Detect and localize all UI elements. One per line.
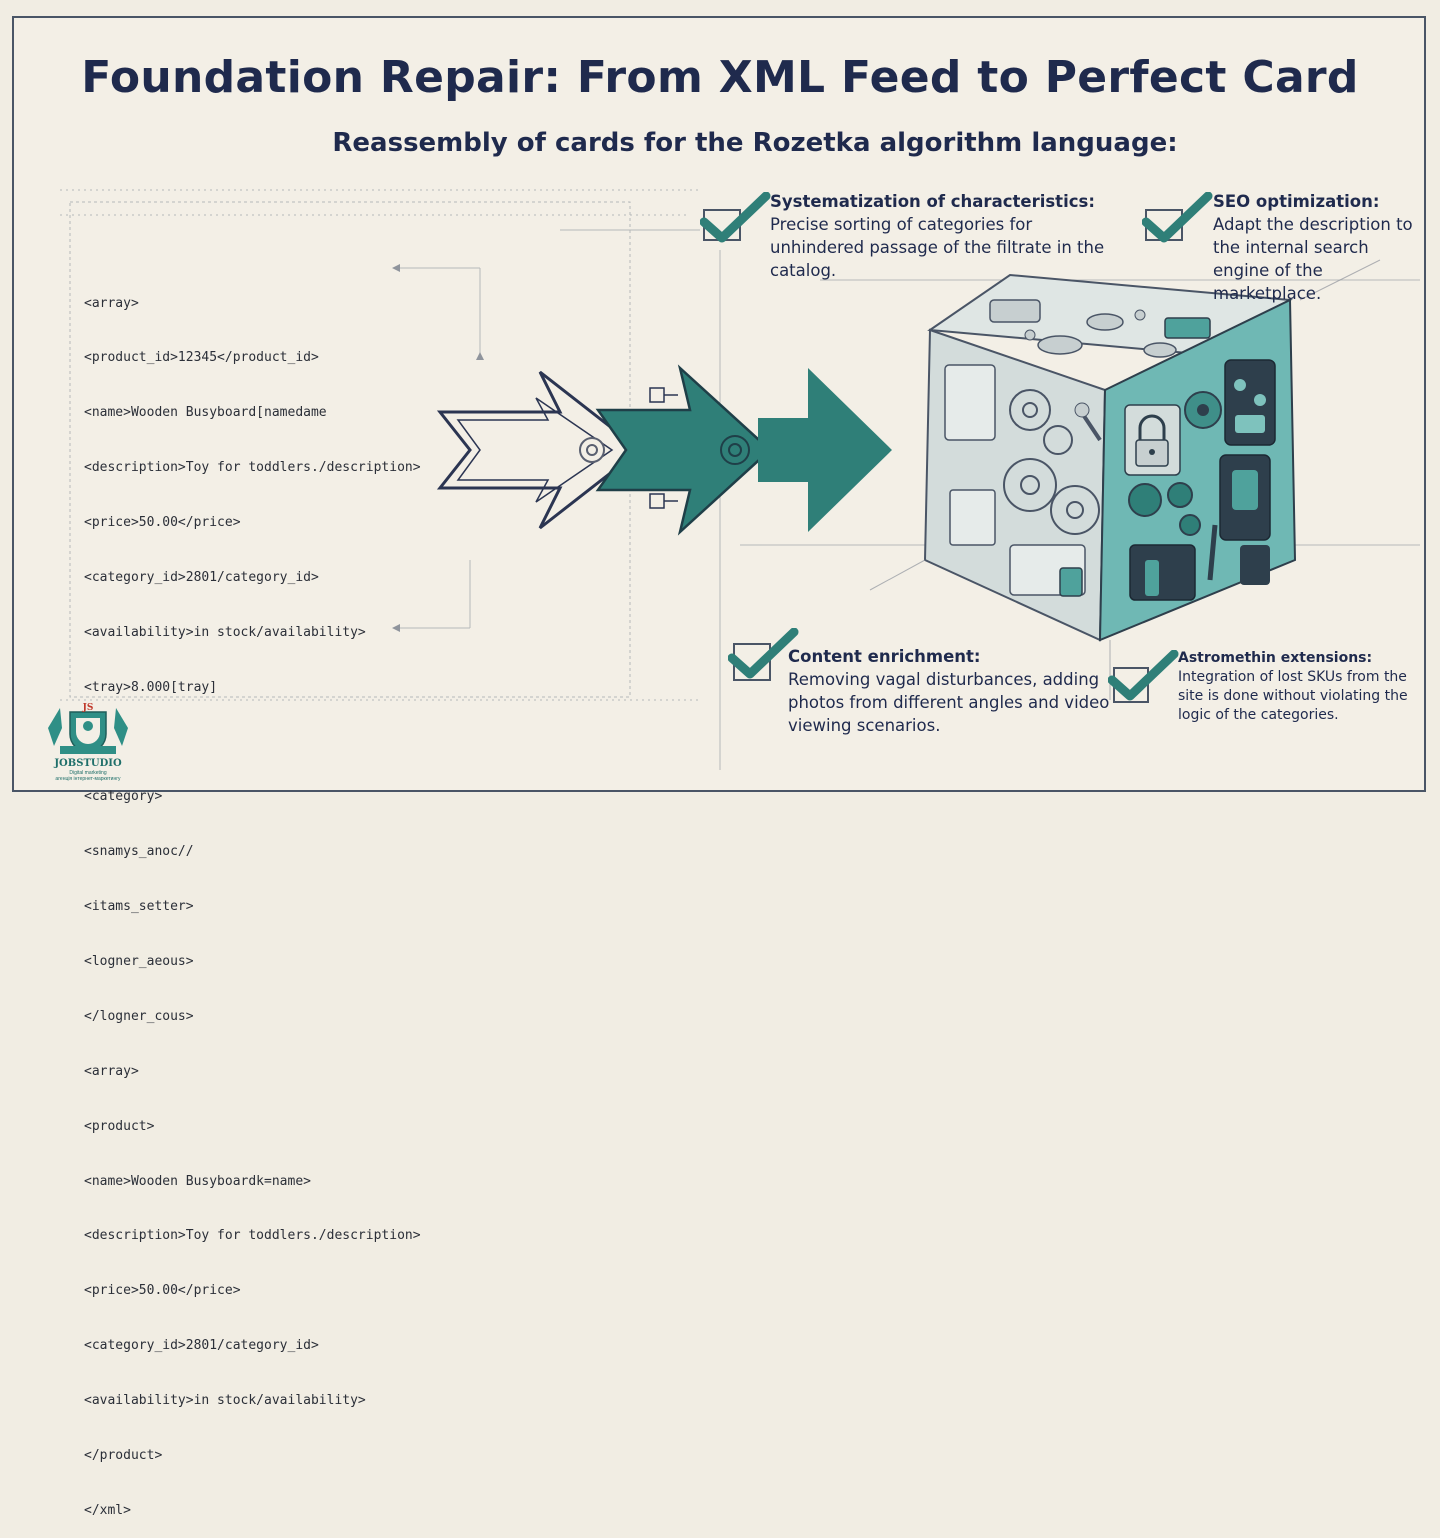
code-line: <description>Toy for toddlers./descripti… xyxy=(84,1228,421,1244)
code-line: <name>Wooden Busyboardk=name> xyxy=(84,1173,311,1189)
code-line: <product> xyxy=(84,1118,155,1134)
feature-title: SEO optimization: xyxy=(1213,192,1380,211)
logo-tagline-secondary: агенція інтернет-маркетингу xyxy=(55,776,121,782)
code-line: <availability>in stock/availability> xyxy=(84,1393,366,1409)
checkmark-icon xyxy=(1142,192,1213,243)
outline-arrow-icon xyxy=(436,370,643,530)
code-line: <category_id>2801/category_id> xyxy=(84,570,319,586)
code-line: <product_id>12345</product_id> xyxy=(84,350,319,366)
logo-name: JOBSTUDIO xyxy=(54,758,122,769)
teal-arrow-icon xyxy=(595,364,772,536)
checkmark-icon xyxy=(1108,650,1179,703)
logo-emblem-text: JS xyxy=(82,703,94,713)
feature-seo: SEO optimization: Adapt the description … xyxy=(1213,190,1423,305)
feature-body: Precise sorting of categories for unhind… xyxy=(770,215,1105,280)
checkmark-icon xyxy=(728,628,799,681)
busyboard-cube-illustration xyxy=(869,259,1381,700)
code-line: <availability>in stock/availability> xyxy=(84,624,366,640)
feature-title: Content enrichment: xyxy=(788,647,981,666)
checkmark-icon xyxy=(700,192,771,243)
code-line: <category> xyxy=(84,789,163,805)
page-subtitle: Reassembly of cards for the Rozetka algo… xyxy=(332,128,1178,158)
code-line: <name>Wooden Busyboard[namedame xyxy=(84,405,327,421)
feature-extensions: Astromethin extensions: Integration of l… xyxy=(1178,649,1428,725)
feature-body: Integration of lost SKUs from the site i… xyxy=(1178,669,1408,723)
code-line: <snamys_anoc// xyxy=(84,844,194,860)
feature-title: Systematization of characteristics: xyxy=(770,192,1095,211)
code-line: <description>Toy for toddlers./descripti… xyxy=(84,460,421,476)
code-line: <price>50.00</price> xyxy=(84,1283,241,1299)
code-line: <price>50.00</price> xyxy=(84,515,241,531)
code-line: <itams_setter> xyxy=(84,899,194,915)
logo-tagline: Digital marketing xyxy=(69,770,107,776)
jobstudio-logo-icon: JS xyxy=(48,703,128,754)
code-line: <category_id>2801/category_id> xyxy=(84,1338,319,1354)
feature-body: Removing vagal disturbances, adding phot… xyxy=(788,670,1110,735)
feature-body: Adapt the description to the internal se… xyxy=(1213,215,1413,303)
code-line: </xml> xyxy=(84,1502,131,1518)
transformation-arrows xyxy=(436,364,892,536)
code-line: <tray>8.000[tray] xyxy=(84,679,218,695)
feature-systematization: Systematization of characteristics: Prec… xyxy=(770,190,1110,282)
blueprint-lines xyxy=(60,189,1420,770)
feature-content-enrichment: Content enrichment: Removing vagal distu… xyxy=(788,645,1118,737)
feature-title: Astromethin extensions: xyxy=(1178,650,1373,666)
final-arrow-icon xyxy=(758,368,892,532)
code-line: </product> xyxy=(84,1448,163,1463)
page-title: Foundation Repair: From XML Feed to Perf… xyxy=(81,52,1359,103)
code-line: <array> xyxy=(84,1063,139,1079)
code-line: <logner_aeous> xyxy=(84,953,194,969)
code-line: </logner_cous> xyxy=(84,1008,194,1024)
code-line: <array> xyxy=(84,295,139,311)
